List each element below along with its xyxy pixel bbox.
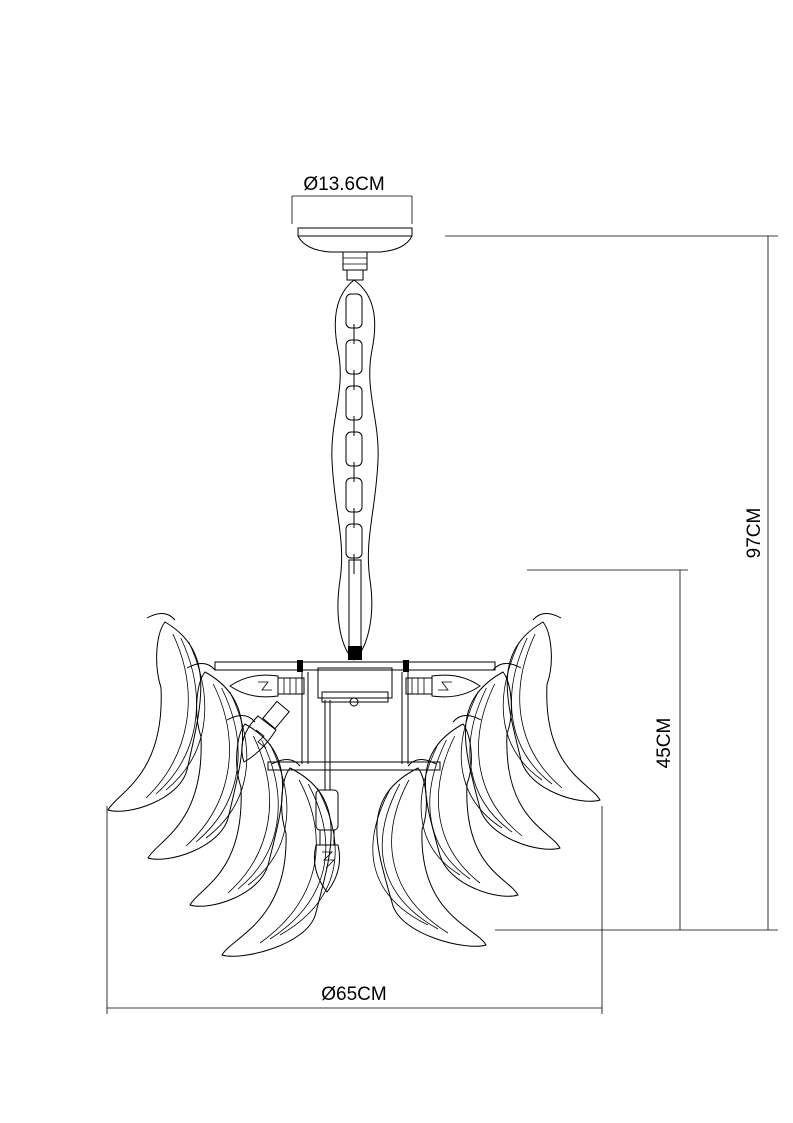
glass-leaf-stripe xyxy=(478,683,523,837)
glass-leaf xyxy=(107,621,202,812)
leaf-hook xyxy=(226,715,256,723)
leaf-hook xyxy=(532,613,562,621)
leaf-hook xyxy=(146,613,176,621)
glass-leaf-stripe xyxy=(165,641,206,791)
glass-leaf xyxy=(424,723,519,897)
leaf-hook xyxy=(407,759,437,767)
glass-leaf-stripe xyxy=(259,779,317,944)
ceiling-canopy xyxy=(297,227,413,281)
glass-leaves xyxy=(107,613,601,957)
leaf-hook xyxy=(452,715,482,723)
chain-link xyxy=(345,293,363,329)
leaf-hook xyxy=(492,663,522,671)
glass-leaf-stripe xyxy=(155,637,197,795)
glass-leaf-stripe xyxy=(381,783,439,930)
glass-leaf-stripe xyxy=(420,743,461,876)
glass-leaf-stripe xyxy=(279,787,336,936)
chain-link xyxy=(345,385,363,421)
glass-leaf-stripe xyxy=(511,637,553,785)
glass-leaf-stripe xyxy=(429,739,471,880)
glass-leaf-stripe xyxy=(372,787,429,926)
glass-leaf-stripe xyxy=(460,691,503,829)
glass-leaf xyxy=(506,621,601,802)
body-diameter-label: Ø65CM xyxy=(321,984,386,1005)
dimension-body-height: 45CM xyxy=(527,569,688,930)
dimension-total-height: 97CM xyxy=(445,235,778,931)
glass-leaf-stripe xyxy=(227,735,270,894)
chain-link xyxy=(345,431,363,467)
glass-leaf-stripe xyxy=(469,687,513,833)
glass-leaf-stripe xyxy=(195,687,239,843)
glass-leaf xyxy=(464,671,561,850)
glass-leaf-stripe xyxy=(438,735,481,884)
hanging-chain xyxy=(331,279,379,661)
glass-leaf-stripe xyxy=(145,633,189,799)
glass-leaf-stripe xyxy=(185,683,230,847)
total-height-label: 97CM xyxy=(744,508,765,559)
chandelier-frame xyxy=(214,660,496,831)
glass-leaf-stripe xyxy=(237,739,279,890)
chain-link xyxy=(345,523,363,559)
dimension-canopy-diameter: Ø13.6CM xyxy=(291,174,413,224)
body-height-label: 45CM xyxy=(654,718,675,769)
glass-leaf-stripe xyxy=(269,783,327,940)
leaf-hook xyxy=(186,663,216,671)
glass-leaf xyxy=(221,767,332,957)
candle-bulbs xyxy=(229,674,481,893)
glass-leaf-stripe xyxy=(247,743,288,886)
glass-leaf-stripe xyxy=(205,691,248,839)
chain-link xyxy=(345,477,363,513)
chain-link xyxy=(345,339,363,375)
glass-leaf-stripe xyxy=(391,779,449,934)
canopy-diameter-label: Ø13.6CM xyxy=(303,174,384,195)
glass-leaf xyxy=(147,671,244,860)
glass-leaf-stripe xyxy=(502,641,543,781)
dimension-body-diameter: Ø65CM xyxy=(106,806,603,1014)
glass-leaf xyxy=(376,767,487,947)
leaf-hook xyxy=(271,759,301,767)
glass-leaf-stripe xyxy=(519,633,563,789)
